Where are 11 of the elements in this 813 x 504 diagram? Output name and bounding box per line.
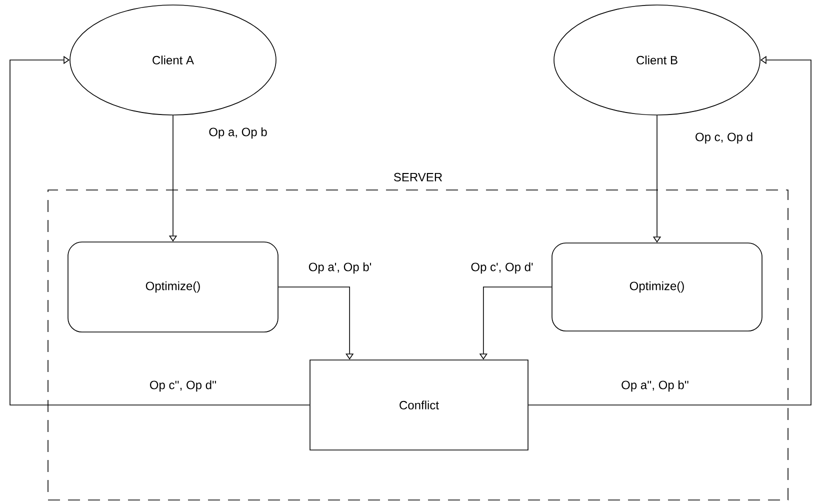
process-box: Conflict xyxy=(310,360,528,450)
edge-label: Op a'', Op b'' xyxy=(620,379,690,393)
edge-label: Op a', Op b' xyxy=(307,261,373,275)
edge-label: Op c'', Op d'' xyxy=(148,379,218,393)
edge-label: Op c, Op d xyxy=(694,131,754,145)
process-box: Optimize() xyxy=(68,242,278,332)
process-box: Optimize() xyxy=(552,242,762,332)
edge-label: Op a, Op b xyxy=(208,126,268,140)
edge-label: Op c', Op d' xyxy=(470,261,534,275)
arrow xyxy=(10,56,310,406)
frame-title: SERVER xyxy=(394,172,442,182)
